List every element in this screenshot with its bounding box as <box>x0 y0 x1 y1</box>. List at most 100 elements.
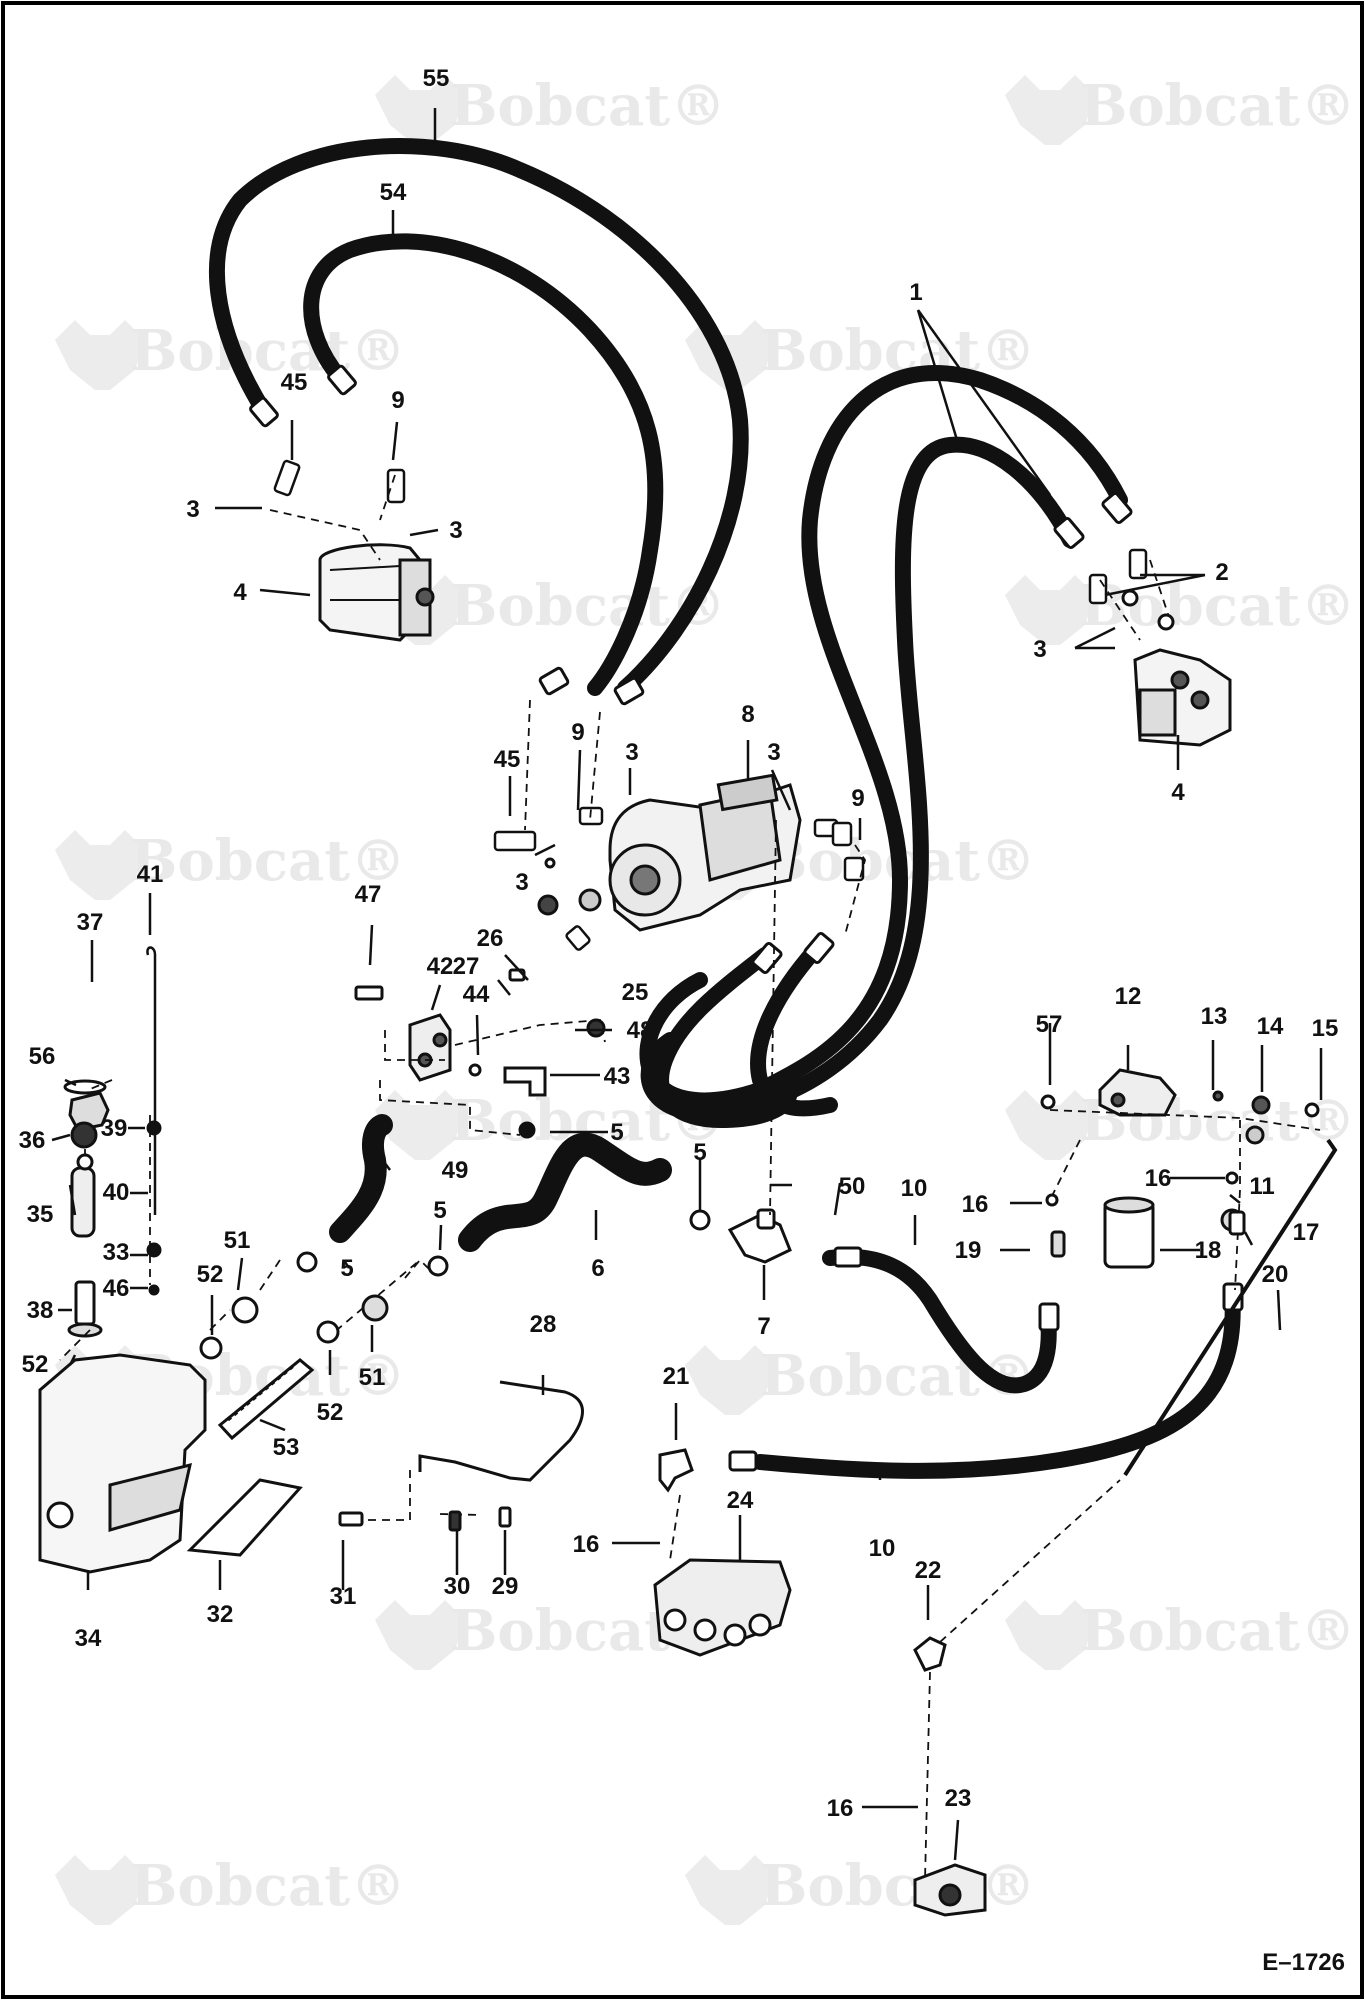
bobcat-watermark-logo: Bobcat® <box>375 73 726 145</box>
valve-24 <box>653 1558 792 1657</box>
callout-42: 42 <box>427 953 454 980</box>
callout-10: 10 <box>869 1535 896 1562</box>
watermark-text: Bobcat® <box>1080 573 1356 639</box>
hose-49 <box>329 1114 393 1243</box>
bobcat-watermark-logo: Bobcat® <box>55 1853 406 1925</box>
callout-4: 4 <box>233 579 247 606</box>
callout-13: 13 <box>1201 1003 1228 1030</box>
filter-head-12 <box>1098 1068 1177 1117</box>
small-parts <box>70 589 1320 1532</box>
callout-21: 21 <box>663 1363 690 1390</box>
callout-51: 51 <box>224 1227 251 1254</box>
watermark-text: Bobcat® <box>130 1853 406 1919</box>
callout-3: 3 <box>767 739 780 766</box>
callout-33: 33 <box>103 1239 130 1266</box>
callout-39: 39 <box>101 1115 128 1142</box>
callout-43: 43 <box>604 1063 631 1090</box>
fitting <box>538 666 570 696</box>
bobcat-watermark-logo: Bobcat® <box>55 828 406 900</box>
callout-19: 19 <box>955 1237 982 1264</box>
tee-7 <box>727 1208 792 1264</box>
dipstick-41 <box>146 946 157 1215</box>
callout-53: 53 <box>273 1434 300 1461</box>
callout-31: 31 <box>330 1583 357 1610</box>
watermark-layer: Bobcat® Bobcat® Bobcat® Bobcat® Bobcat® Bobca… <box>55 73 1356 1925</box>
callout-5: 5 <box>340 1255 353 1282</box>
callout-11: 11 <box>1249 1173 1274 1200</box>
callout-14: 14 <box>1257 1013 1284 1040</box>
callout-48: 48 <box>627 1017 654 1044</box>
callout-16: 16 <box>573 1531 600 1558</box>
leader-lines <box>51 108 1323 1861</box>
elbow-22 <box>913 1636 947 1672</box>
watermark-text: Bobcat® <box>130 318 406 384</box>
watermark-text: Bobcat® <box>760 1853 1036 1919</box>
callout-34: 34 <box>75 1625 102 1652</box>
callout-29: 29 <box>492 1573 519 1600</box>
fitting <box>803 931 835 965</box>
hose-6 <box>458 1132 672 1252</box>
bobcat-watermark-logo: Bobcat® <box>1005 73 1356 145</box>
callout-32: 32 <box>207 1601 234 1628</box>
shield-32 <box>186 1478 303 1557</box>
hose-55 <box>208 138 749 696</box>
callout-22: 22 <box>915 1557 942 1584</box>
callout-5: 5 <box>693 1139 706 1166</box>
callout-3: 3 <box>515 869 528 896</box>
callout-50: 50 <box>839 1173 866 1200</box>
fitting <box>1101 491 1133 525</box>
callout-5: 5 <box>433 1197 446 1224</box>
callout-52: 52 <box>197 1261 224 1288</box>
breather-stack <box>63 1079 110 1338</box>
hose-fittings <box>249 364 1244 1472</box>
callout-56: 56 <box>29 1043 56 1070</box>
reservoir-34 <box>38 1353 207 1574</box>
callout-27: 27 <box>453 953 480 980</box>
callout-36: 36 <box>19 1127 46 1154</box>
callout-20: 20 <box>1262 1261 1289 1288</box>
elbow-21 <box>658 1448 694 1493</box>
hose-54 <box>303 233 664 696</box>
motor-4-right <box>1133 648 1232 747</box>
callout-2: 2 <box>1215 559 1228 586</box>
bobcat-watermark-logo: Bobcat® <box>685 1853 1036 1925</box>
bobcat-watermark-logo: Bobcat® <box>1005 1088 1356 1160</box>
hose-1-lower-a <box>653 947 798 1129</box>
hose-10-lower <box>752 1284 1241 1479</box>
watermark-text: Bobcat® <box>1080 73 1356 139</box>
fitting <box>327 364 357 396</box>
callout-28: 28 <box>530 1311 557 1338</box>
callout-26: 26 <box>477 925 504 952</box>
fitting <box>1038 1302 1060 1332</box>
callout-3: 3 <box>1033 636 1046 663</box>
motor-4-left <box>318 543 435 642</box>
callout-8: 8 <box>741 701 754 728</box>
bobcat-watermark-logo: Bobcat® <box>1005 1598 1356 1670</box>
callout-6: 6 <box>591 1255 604 1282</box>
callout-15: 15 <box>1312 1015 1339 1042</box>
strainer-53 <box>217 1358 315 1441</box>
bobcat-watermark-logo: Bobcat® <box>1005 573 1356 645</box>
hose-1-lower-b <box>750 942 838 1117</box>
callout-45: 45 <box>281 369 308 396</box>
callout-47: 47 <box>355 881 382 908</box>
callout-17: 17 <box>1293 1219 1320 1246</box>
callout-3: 3 <box>625 739 638 766</box>
fitting <box>249 396 279 428</box>
fitting <box>833 1246 863 1268</box>
callout-1: 1 <box>909 279 922 306</box>
callout-16: 16 <box>827 1795 854 1822</box>
fitting <box>728 1450 758 1472</box>
callout-25: 25 <box>622 979 649 1006</box>
pump-8 <box>608 773 802 932</box>
callout-9: 9 <box>391 387 404 414</box>
callout-10: 10 <box>901 1175 928 1202</box>
callout-labels: 55 54 1 45 9 3 3 4 2 3 4 8 3 45 9 3 9 3 … <box>19 65 1339 1822</box>
callout-16: 16 <box>1145 1165 1172 1192</box>
callout-41: 41 <box>137 861 164 888</box>
hose-10-upper <box>822 1248 1057 1394</box>
watermark-text: Bobcat® <box>1080 1598 1356 1664</box>
callout-9: 9 <box>851 785 864 812</box>
